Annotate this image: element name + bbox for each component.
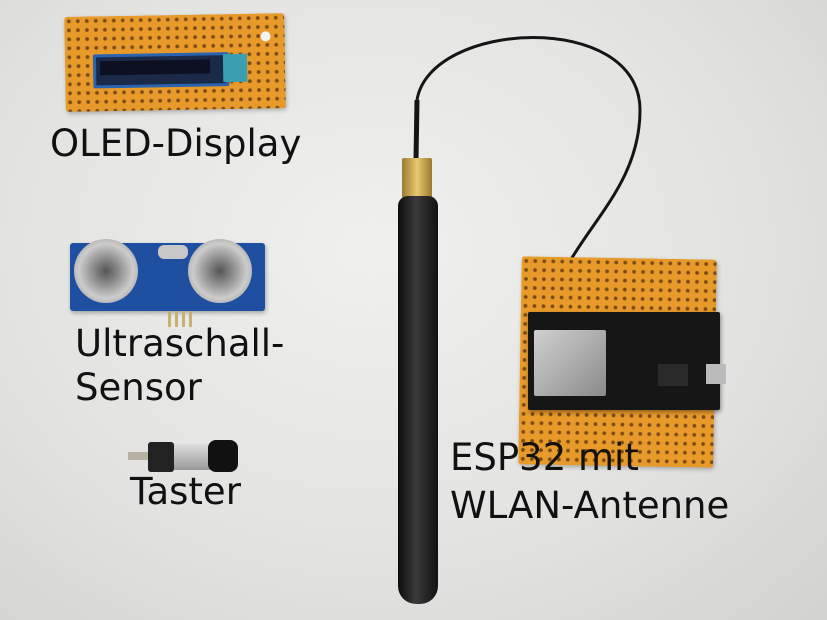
esp32-chip-shield (534, 330, 606, 396)
transducer-right (188, 239, 252, 303)
ultrasonic-label-line1: Ultraschall- (75, 322, 285, 365)
antenna (398, 196, 438, 604)
transducer-left (74, 239, 138, 303)
ultrasonic-sensor (70, 239, 265, 311)
sensor-pins (168, 311, 194, 327)
esp32-module (528, 312, 726, 410)
antenna-connector (402, 158, 432, 198)
ultrasonic-label-line2: Sensor (75, 366, 202, 409)
esp32-label-line2: WLAN-Antenne (450, 484, 730, 527)
push-button (128, 438, 240, 474)
button-label: Taster (130, 470, 241, 513)
esp32-label-line1: ESP32 mit (450, 436, 639, 479)
oled-display-label: OLED-Display (50, 122, 302, 165)
usb-port (706, 364, 726, 384)
